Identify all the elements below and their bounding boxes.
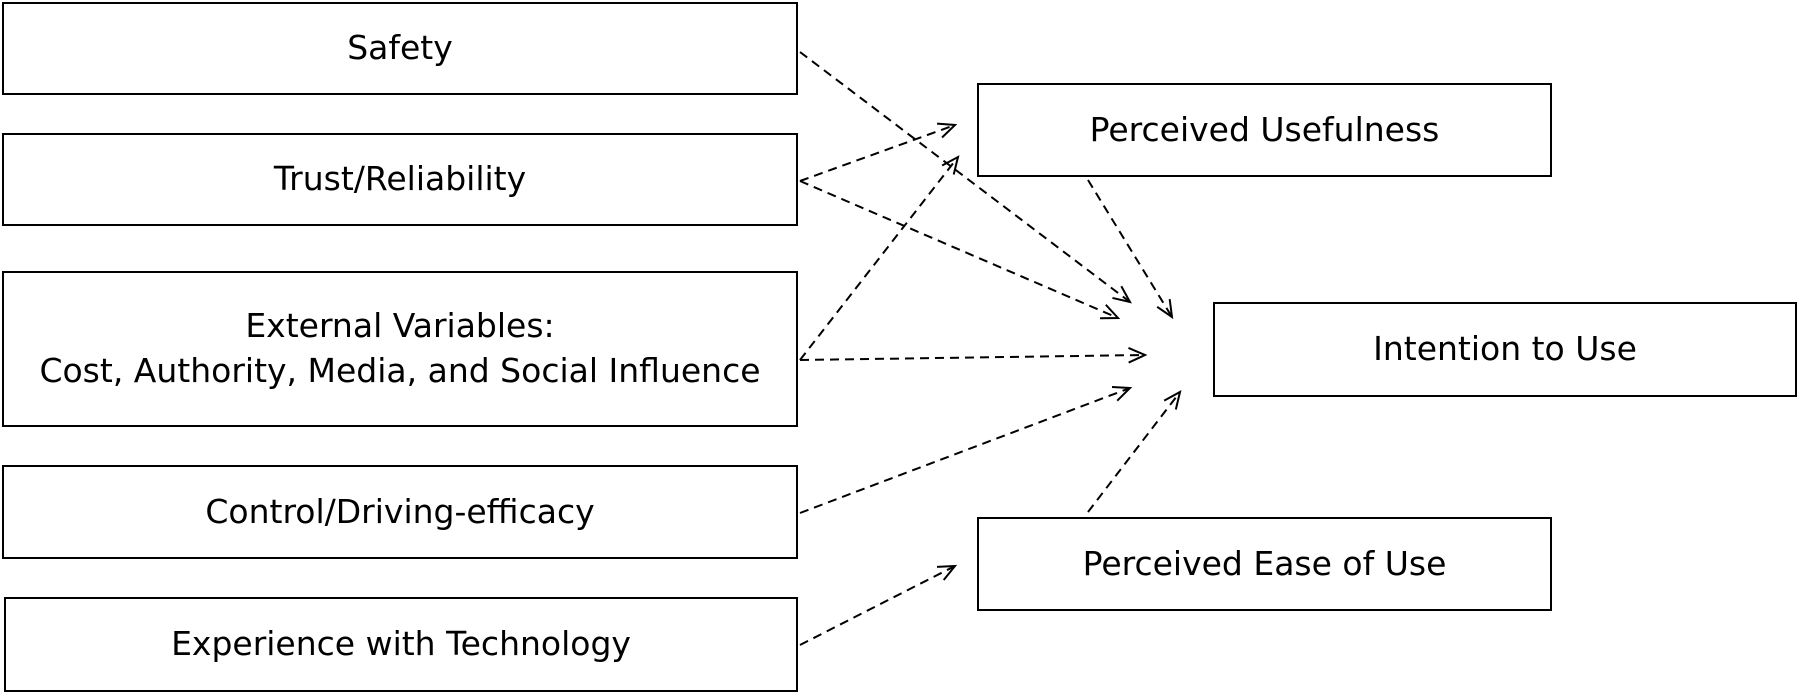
connector-external-to-intention [799,354,1146,361]
node-perceived-ease-of-use: Perceived Ease of Use [977,517,1552,611]
arrowhead-usefulness-to-intention [1156,299,1174,320]
arrowhead-trust-to-usefulness [936,122,958,139]
node-external-variables-title: External Variables: [245,306,555,346]
arrowhead-experience-to-ease [936,564,958,581]
arrowhead-ease-to-intention [1163,390,1182,410]
node-perceived-usefulness-label: Perceived Usefulness [1089,109,1440,149]
node-external-variables-detail: Cost, Authority, Media, and Social Influ… [39,351,761,390]
arrowhead-trust-to-intention [1099,304,1121,320]
connector-control-to-intention [799,387,1131,514]
node-perceived-ease-of-use-label: Perceived Ease of Use [1082,543,1447,583]
node-external-variables: External Variables: Cost, Authority, Med… [2,271,798,427]
arrowhead-control-to-intention [1111,385,1133,402]
node-control-driving-efficacy: Control/Driving-efficacy [2,465,798,559]
node-control-driving-efficacy-label: Control/Driving-efficacy [205,491,595,531]
node-perceived-usefulness: Perceived Usefulness [977,83,1552,177]
connector-safety-to-intention [799,51,1131,303]
connector-trust-to-intention [799,180,1119,319]
arrowhead-external-to-intention [1128,346,1148,364]
node-trust-reliability-label: Trust/Reliability [273,159,527,199]
node-experience-with-technology-label: Experience with Technology [171,624,631,664]
node-intention-to-use-label: Intention to Use [1373,329,1637,369]
node-experience-with-technology: Experience with Technology [4,597,798,692]
node-safety: Safety [2,2,798,95]
node-trust-reliability: Trust/Reliability [2,133,798,226]
arrowhead-safety-to-intention [1112,285,1132,304]
node-intention-to-use: Intention to Use [1213,302,1797,397]
connector-usefulness-to-intention [1087,179,1173,318]
connector-trust-to-usefulness [799,124,956,182]
connector-experience-to-ease [799,565,956,646]
connector-ease-to-intention [1087,391,1181,513]
arrowhead-external-to-usefulness [941,155,960,175]
node-safety-label: Safety [347,28,453,68]
connector-external-to-usefulness [799,156,959,361]
